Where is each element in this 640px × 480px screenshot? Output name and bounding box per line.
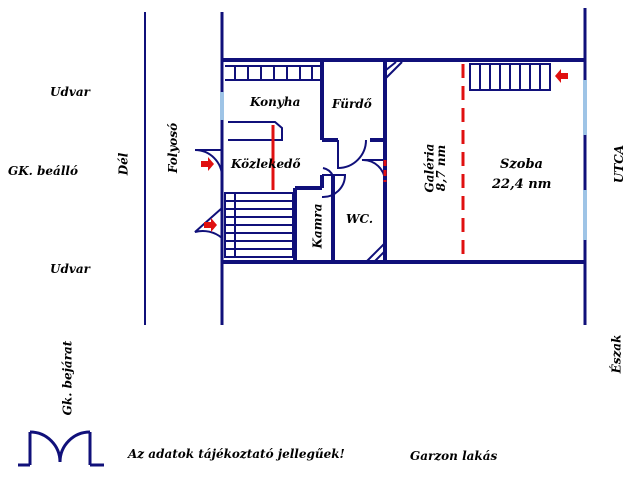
corner-marks (365, 61, 403, 263)
staircase-bottom (224, 192, 294, 258)
wc-label: WC. (346, 212, 373, 226)
staircase-room (469, 63, 551, 91)
room-area-label: 22,4 nm (492, 177, 552, 192)
south-label: Dél (116, 152, 131, 176)
section-lines (271, 64, 465, 262)
entrance-arrow-icon (201, 157, 214, 171)
bathroom-label: Fürdő (332, 97, 372, 111)
room-name-label: Szoba (500, 157, 543, 172)
staircase-top (225, 65, 320, 81)
entrance-arrow-icon (204, 218, 217, 232)
yard-top-label: Udvar (50, 85, 90, 99)
entrance-arrows (201, 69, 568, 232)
kitchen-counter (228, 121, 283, 141)
disclaimer-note: Az adatok tájékoztató jellegűek! (128, 447, 345, 461)
windows (220, 80, 587, 240)
pantry-label: Kamra (310, 203, 325, 249)
yard-bottom-label: Udvar (50, 262, 90, 276)
north-label: Észak (609, 334, 624, 374)
plan-title: Garzon lakás (410, 449, 498, 463)
parking-label: GK. beálló (8, 164, 78, 178)
stair-arrow-icon (555, 69, 568, 83)
doors (194, 139, 387, 239)
car-entrance-gate (18, 430, 104, 467)
gallery-area-label: 8,7 nm (434, 144, 449, 192)
street-label: UTCA (612, 144, 627, 184)
kitchen-label: Konyha (250, 95, 301, 109)
corridor-label: Folyosó (166, 122, 181, 174)
car-entrance-label: Gk. bejárat (60, 340, 75, 416)
hallway-label: Közlekedő (231, 157, 301, 171)
